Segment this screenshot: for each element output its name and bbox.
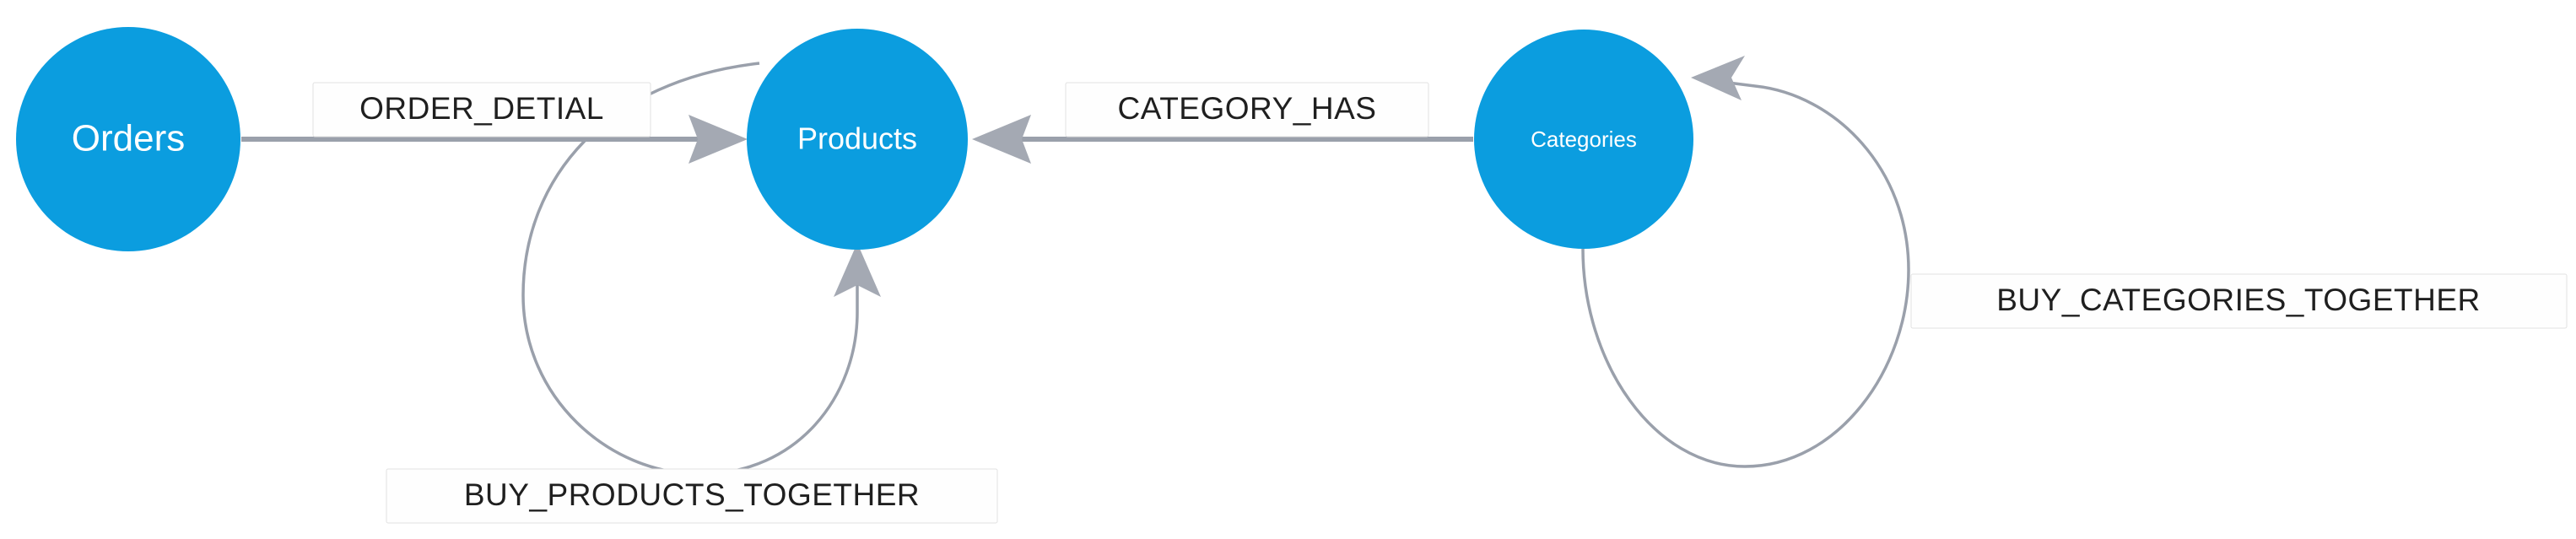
edge-label-buy-products-together[interactable]: BUY_PRODUCTS_TOGETHER (386, 468, 998, 524)
edge-order-detial-arrowhead (689, 115, 748, 164)
edge-label-order-detial[interactable]: ORDER_DETIAL (312, 82, 651, 137)
edge-label-order-detial-text: ORDER_DETIAL (359, 91, 604, 126)
edge-buy-categories-together[interactable] (1581, 56, 1910, 468)
node-categories-label: Categories (1531, 127, 1637, 152)
edge-order-detial[interactable] (241, 115, 748, 164)
edge-label-order-detial-box (312, 82, 651, 137)
edge-label-buy-categories-together-box (1910, 273, 2568, 329)
edge-label-category-has-text: CATEGORY_HAS (1118, 91, 1377, 126)
node-products-circle (747, 29, 968, 250)
node-orders-label: Orders (72, 118, 185, 159)
edge-label-buy-categories-together[interactable]: BUY_CATEGORIES_TOGETHER (1910, 273, 2568, 329)
node-products-label: Products (797, 121, 917, 156)
edge-label-buy-products-together-text: BUY_PRODUCTS_TOGETHER (464, 477, 920, 512)
node-orders[interactable]: Orders (16, 27, 240, 251)
edge-buy-products-together-arrowhead (834, 243, 881, 297)
node-products[interactable]: Products (747, 29, 968, 250)
node-orders-circle (16, 27, 240, 251)
edge-category-has[interactable] (972, 115, 1473, 164)
node-categories-circle (1474, 30, 1693, 249)
edge-category-has-arrowhead (972, 115, 1031, 164)
edge-buy-categories-together-arrowhead (1691, 56, 1745, 100)
edge-buy-categories-together-path (1581, 79, 1910, 468)
edge-label-category-has[interactable]: CATEGORY_HAS (1065, 82, 1429, 137)
node-categories[interactable]: Categories (1474, 30, 1693, 249)
edge-label-category-has-box (1065, 82, 1429, 137)
edge-label-buy-categories-together-text: BUY_CATEGORIES_TOGETHER (1996, 283, 2480, 317)
edge-label-buy-products-together-box (386, 468, 998, 524)
